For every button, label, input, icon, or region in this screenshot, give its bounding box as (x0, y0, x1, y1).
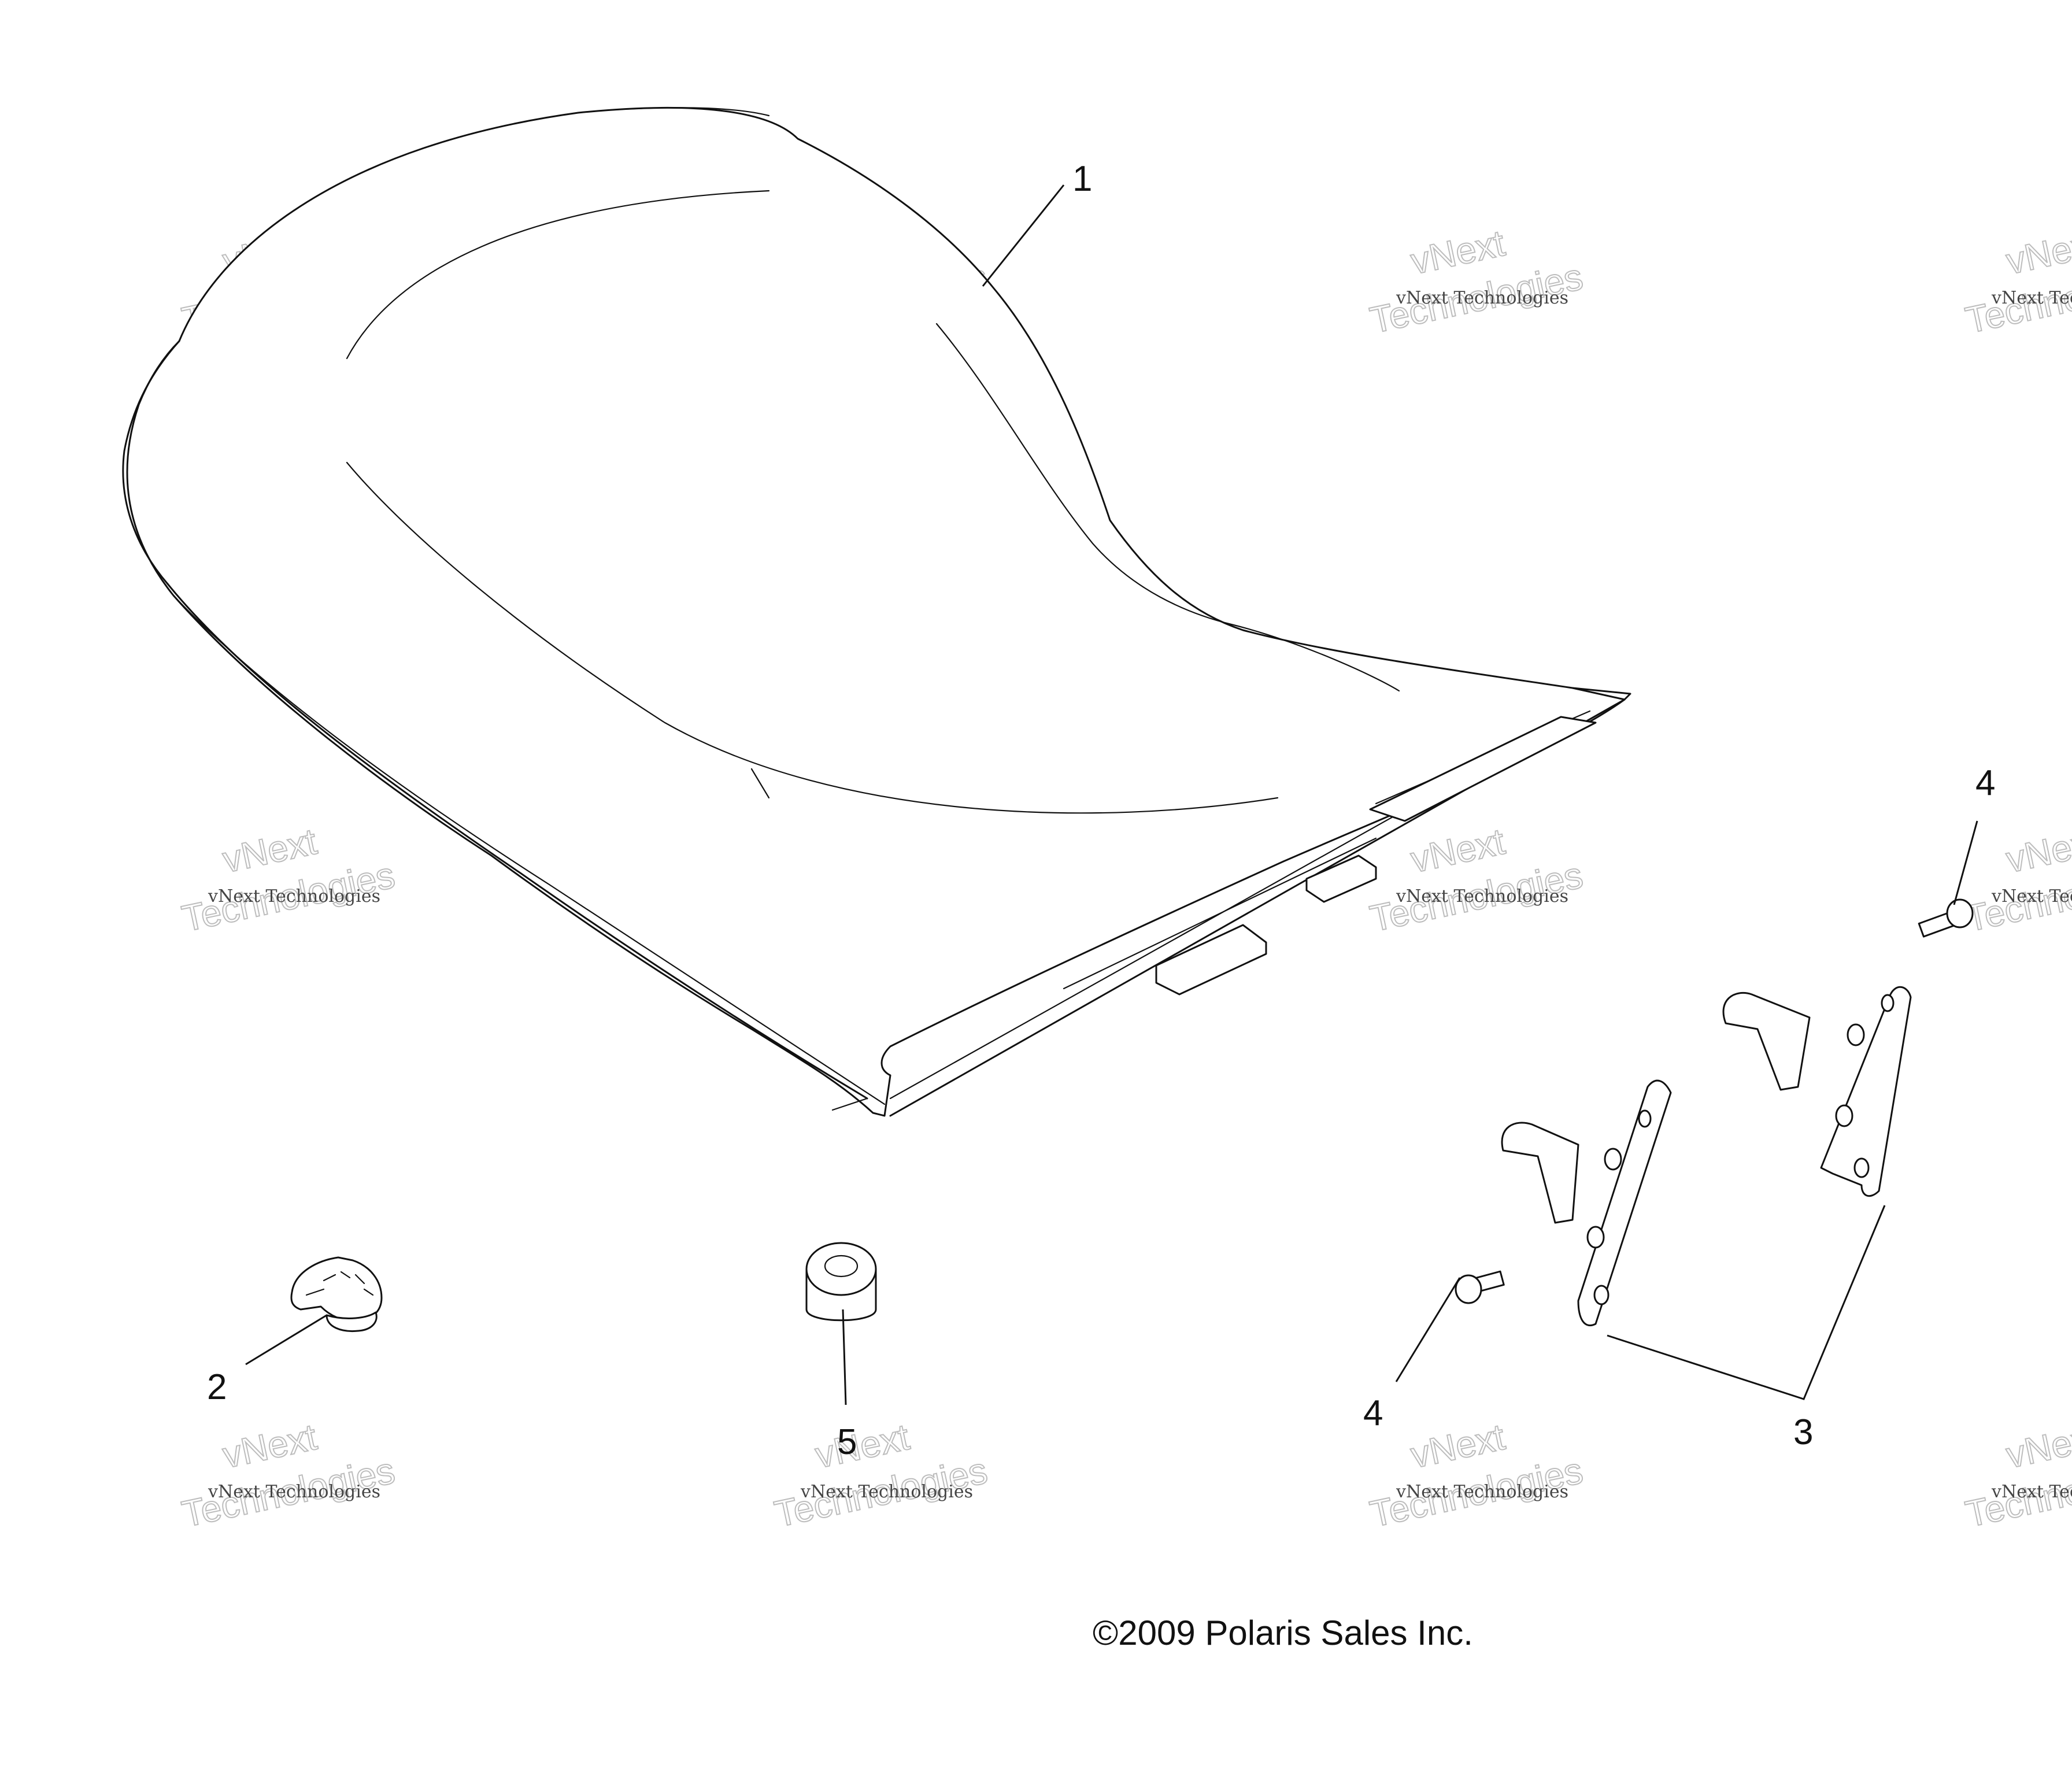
watermark-small: vNext Technologies (208, 886, 380, 906)
watermark-small: vNext Technologies (1991, 1482, 2072, 1502)
bolt-part-left (1455, 1270, 1505, 1304)
clip-part (290, 1256, 383, 1333)
watermark-small: vNext Technologies (800, 1482, 973, 1502)
watermark-big-top: vNext (2003, 820, 2072, 880)
watermark-small: vNext Technologies (1991, 288, 2072, 308)
watermark-small: vNext Technologies (1396, 288, 1568, 308)
watermark-big-top: vNext (2003, 1416, 2072, 1476)
callout-3: 3 (1793, 1412, 1813, 1452)
watermark-small: vNext Technologies (1991, 886, 2072, 906)
callout-1: 1 (1072, 159, 1092, 199)
seat-part (122, 106, 1631, 1117)
watermark-big-top: vNext (2003, 222, 2072, 282)
callout-2: 2 (207, 1367, 227, 1407)
watermark-small: vNext Technologies (208, 1482, 380, 1502)
callout-4-right: 4 (1975, 763, 1995, 803)
bolt-part-right (1918, 898, 1974, 938)
hinge-bracket-part (1501, 986, 1912, 1326)
watermark-small: vNext Technologies (1396, 886, 1568, 906)
watermark-small: vNext Technologies (1396, 1482, 1568, 1502)
leader-lines (245, 184, 1978, 1405)
callout-labels: 1 2 3 4 4 5 (207, 159, 1995, 1462)
callout-5: 5 (837, 1422, 857, 1462)
copyright-text: ©2009 Polaris Sales Inc. (1093, 1614, 1473, 1652)
callout-4-left: 4 (1363, 1393, 1383, 1433)
bumper-part (805, 1242, 877, 1322)
